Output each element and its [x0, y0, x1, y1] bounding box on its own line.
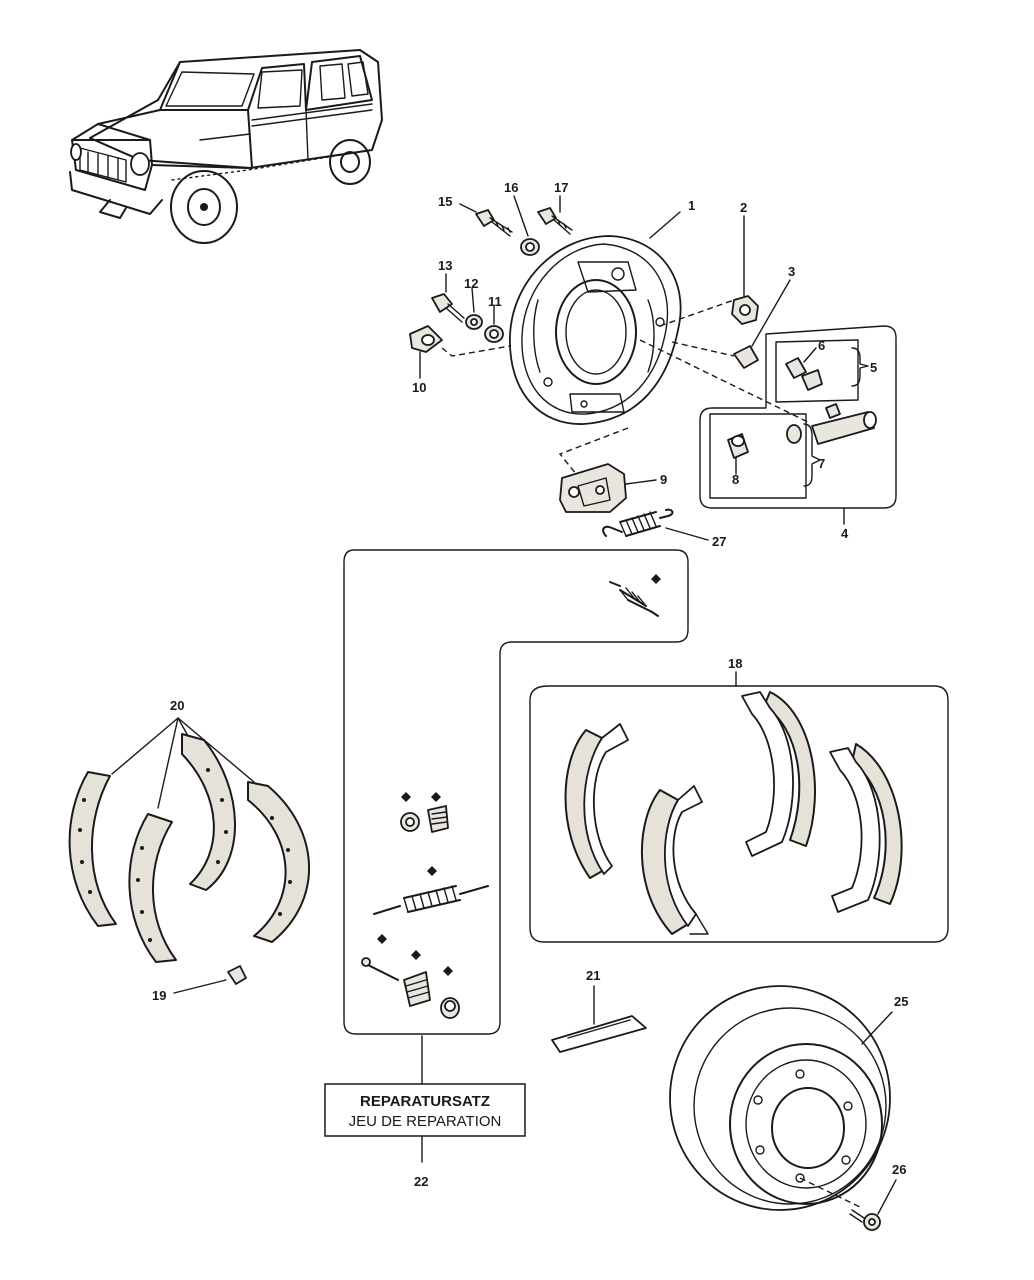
- bolt-17: [537, 207, 573, 235]
- callout-13: 13: [438, 258, 452, 273]
- brake-linings: [68, 717, 311, 963]
- callout-11: 11: [488, 294, 502, 309]
- bolt-15: [475, 209, 513, 237]
- callout-4: 4: [841, 526, 849, 541]
- callout-6: 6: [818, 338, 825, 353]
- repair-kit-label-de: REPARATURSATZ: [360, 1093, 490, 1110]
- clip-21: [551, 1015, 647, 1053]
- callout-3: 3: [788, 264, 795, 279]
- adjuster-9: [559, 463, 627, 513]
- brake-drum: [669, 985, 891, 1211]
- callout-9: 9: [660, 472, 667, 487]
- bolt-26: [849, 1209, 881, 1231]
- callout-7: 7: [818, 456, 825, 471]
- wheel-cylinder-assembly: [699, 325, 897, 509]
- callout-8: 8: [732, 472, 739, 487]
- callout-17: 17: [554, 180, 568, 195]
- callout-1: 1: [688, 198, 695, 213]
- callout-2: 2: [740, 200, 747, 215]
- callout-26: 26: [892, 1162, 906, 1177]
- repair-kit-label: [324, 1035, 526, 1163]
- vehicle-illustration: [69, 49, 383, 244]
- assembly-dashed-lines: [441, 299, 809, 475]
- washer-16: [520, 238, 540, 256]
- callout-labels: 1 2 3 4 5 6 7 8 9 10 11 12 13 15 16 17 1…: [152, 180, 908, 1189]
- callout-16: 16: [504, 180, 518, 195]
- callout-10: 10: [412, 380, 426, 395]
- callout-21: 21: [586, 968, 600, 983]
- callout-18: 18: [728, 656, 742, 671]
- spring-27: [602, 508, 674, 537]
- cap-10: [409, 325, 443, 353]
- callout-19: 19: [152, 988, 166, 1003]
- callout-20: 20: [170, 698, 184, 713]
- washer-12: [465, 314, 483, 330]
- brake-shoe-set: [529, 685, 949, 943]
- cap-3: [733, 345, 759, 369]
- repair-kit-frame: [343, 549, 689, 1035]
- callout-5: 5: [870, 360, 877, 375]
- nut-2: [731, 295, 759, 325]
- rivet-19: [227, 965, 247, 985]
- bolt-13: [431, 293, 465, 323]
- leader-lines: [173, 195, 897, 1215]
- callout-12: 12: [464, 276, 478, 291]
- backing-plate: [509, 235, 682, 425]
- callout-15: 15: [438, 194, 452, 209]
- repair-kit-label-fr: JEU DE REPARATION: [349, 1113, 502, 1130]
- callout-25: 25: [894, 994, 908, 1009]
- callout-27: 27: [712, 534, 726, 549]
- washer-11: [484, 325, 504, 343]
- callout-22: 22: [414, 1174, 428, 1189]
